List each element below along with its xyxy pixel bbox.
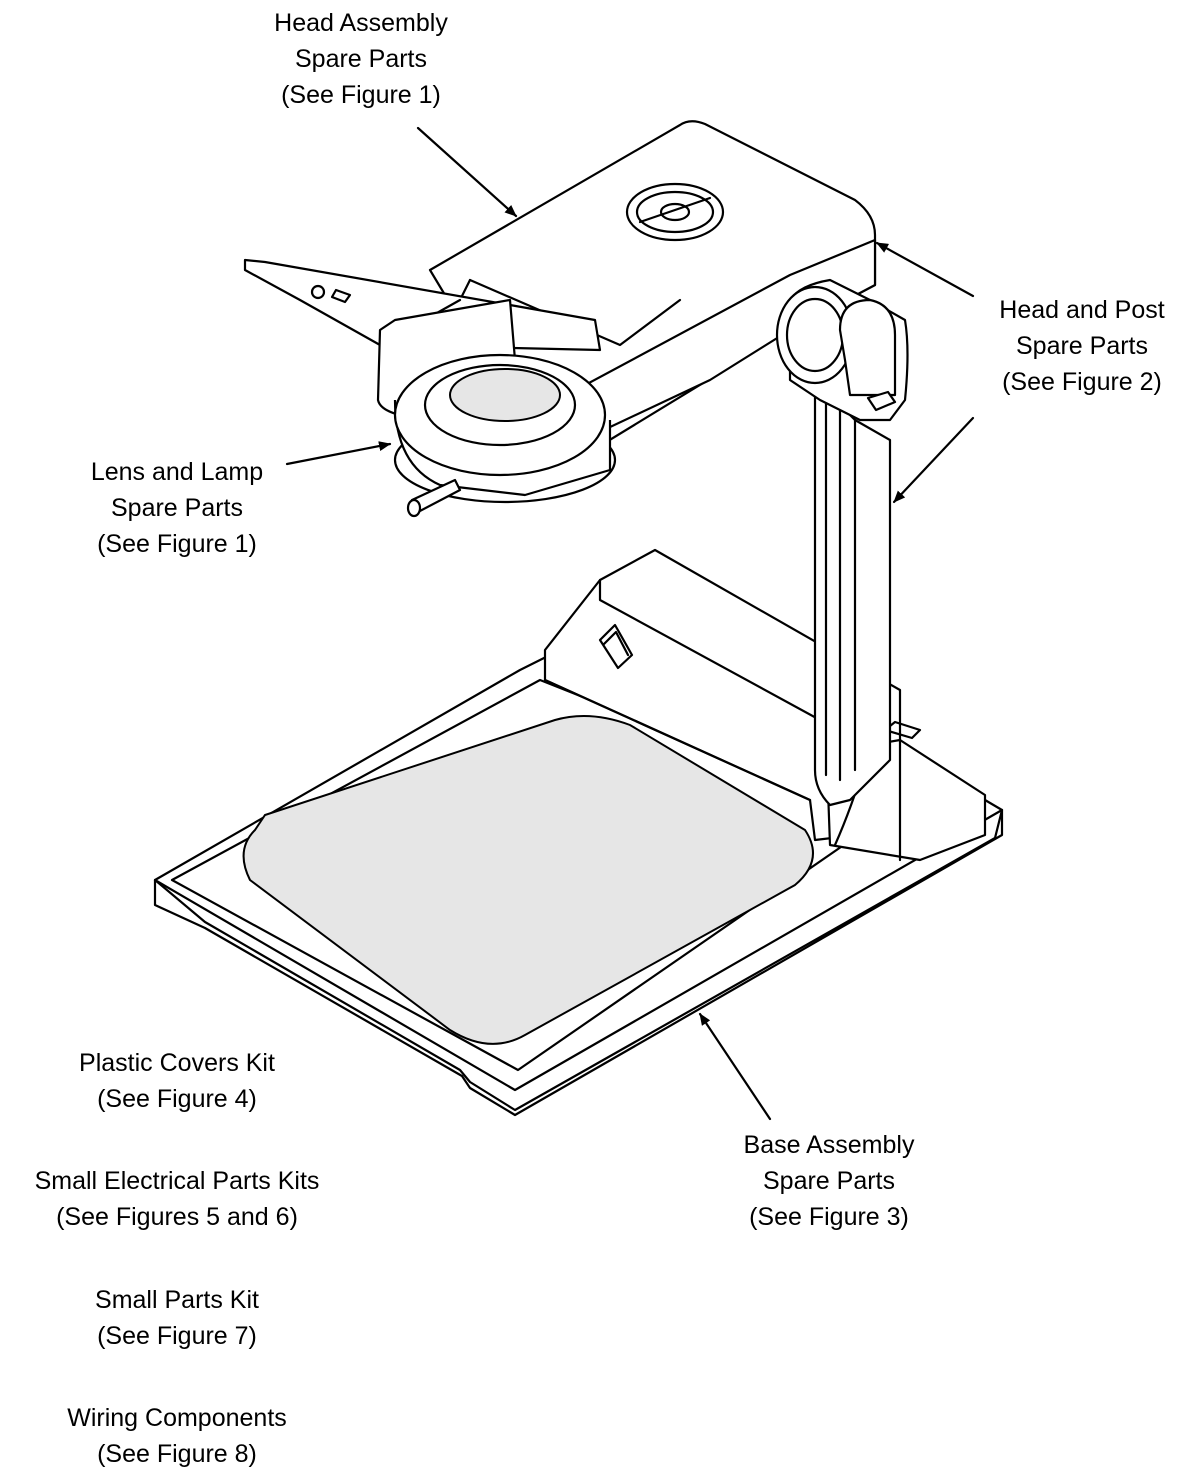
wiring-line1: Wiring Components [67, 1404, 287, 1432]
head-assembly-line3: (See Figure 1) [281, 81, 441, 109]
wiring-line2: (See Figure 8) [97, 1440, 257, 1468]
head-post-leader-upper [875, 241, 975, 298]
head-post-line1: Head and Post [999, 296, 1165, 324]
head-assembly-label: Head Assembly Spare Parts (See Figure 1) [254, 5, 468, 113]
small-electrical-label: Small Electrical Parts Kits (See Figures… [5, 1163, 349, 1235]
plastic-covers-line1: Plastic Covers Kit [79, 1049, 275, 1077]
small-parts-line2: (See Figure 7) [97, 1322, 257, 1350]
lens-lamp-line1: Lens and Lamp [90, 458, 264, 486]
wiring-label: Wiring Components (See Figure 8) [40, 1400, 314, 1472]
base-assembly [153, 548, 1004, 1117]
plastic-covers-line2: (See Figure 4) [97, 1085, 257, 1113]
head-post-label: Head and Post Spare Parts (See Figure 2) [975, 292, 1189, 400]
head-assembly-line1: Head Assembly [274, 9, 448, 37]
base-assembly-leader [698, 1012, 772, 1121]
plastic-covers-label: Plastic Covers Kit (See Figure 4) [40, 1045, 314, 1117]
head-pivot [775, 278, 909, 422]
lens-lamp-line2: Spare Parts [110, 494, 243, 522]
base-assembly-label: Base Assembly Spare Parts (See Figure 3) [722, 1127, 936, 1235]
head-assembly-line2: Spare Parts [294, 45, 427, 73]
post-assembly [813, 378, 892, 807]
lens-lamp-leader [285, 441, 392, 466]
small-parts-line1: Small Parts Kit [95, 1286, 259, 1314]
base-assembly-line1: Base Assembly [743, 1131, 915, 1159]
small-electrical-line2: (See Figures 5 and 6) [56, 1203, 298, 1231]
small-electrical-line1: Small Electrical Parts Kits [34, 1167, 320, 1195]
lens-lamp-label: Lens and Lamp Spare Parts (See Figure 1) [70, 454, 284, 562]
base-assembly-line3: (See Figure 3) [749, 1203, 909, 1231]
head-post-leader-lower [892, 416, 975, 504]
small-parts-label: Small Parts Kit (See Figure 7) [40, 1282, 314, 1354]
head-assembly-leader [416, 126, 518, 218]
lens-assembly [393, 353, 617, 518]
base-assembly-line2: Spare Parts [762, 1167, 895, 1195]
lens-lamp-line3: (See Figure 1) [97, 530, 257, 558]
head-post-line2: Spare Parts [1015, 332, 1148, 360]
head-post-line3: (See Figure 2) [1002, 368, 1162, 396]
